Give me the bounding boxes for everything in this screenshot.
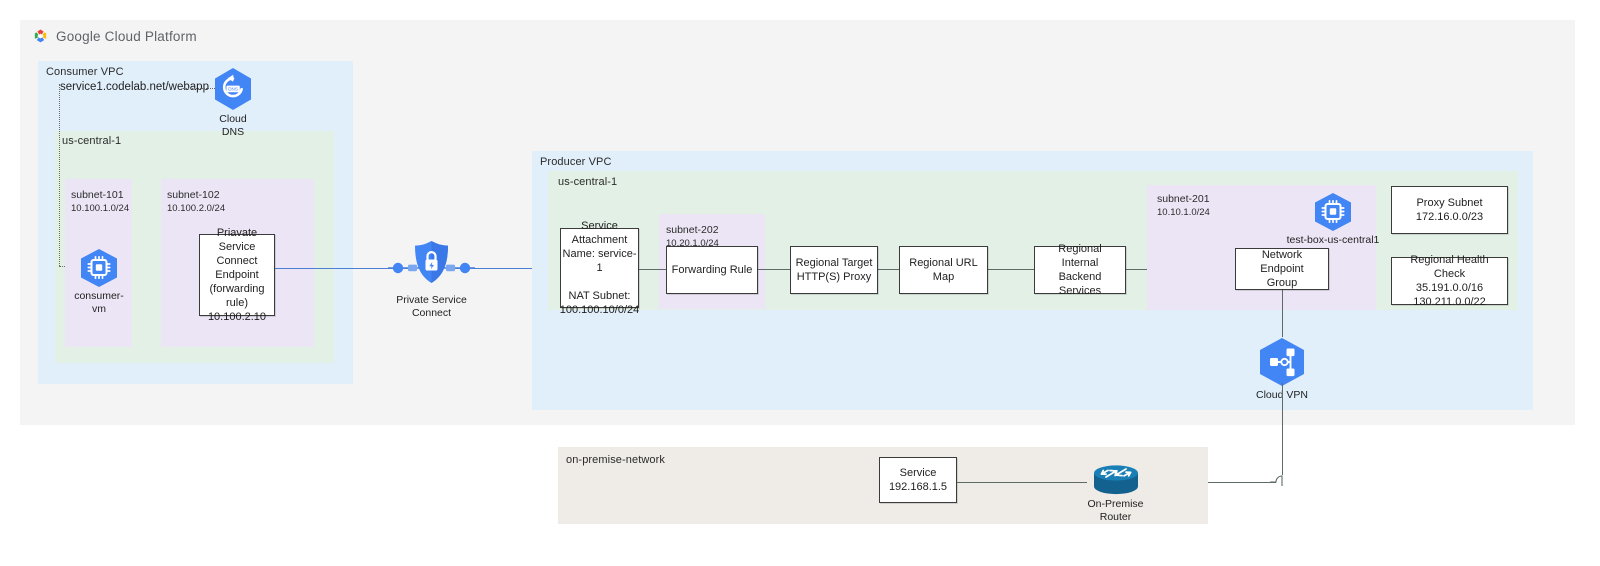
link-url-map-to-backend	[988, 269, 1034, 270]
private-service-connect-icon	[384, 238, 479, 292]
regional-health-check-text: Regional Health Check 35.191.0.0/16 130.…	[1410, 254, 1489, 308]
on-premise-router-caption: On-Premise Router	[1087, 498, 1144, 523]
onprem-service-text: Service 192.168.1.5	[888, 467, 948, 493]
subnet-202-label: subnet-202 10.20.1.0/24	[666, 224, 719, 250]
regional-health-check-box[interactable]: Regional Health Check 35.191.0.0/16 130.…	[1391, 254, 1508, 308]
svg-text:DNS: DNS	[228, 87, 238, 92]
compute-engine-vm-icon	[1281, 192, 1385, 232]
private-service-connect-node[interactable]: Private Service Connect	[384, 238, 479, 320]
dns-url-label: service1.codelab.net/webapp	[60, 81, 209, 93]
subnet-101-label: subnet-101 10.100.1.0/24	[71, 189, 129, 215]
regional-backend-services-text: Regional Internal Backend Services	[1058, 243, 1102, 297]
dns-dotted-link-vertical	[59, 84, 60, 266]
subnet-201-name: subnet-201	[1157, 193, 1210, 205]
link-forwarding-rule-to-proxy	[758, 269, 790, 270]
subnet-102-cidr: 10.100.2.0/24	[167, 203, 226, 214]
consumer-region-label: us-central-1	[62, 135, 122, 147]
test-box-caption: test-box-us-central1	[1286, 234, 1380, 246]
consumer-vm-caption: consumer-vm	[74, 290, 124, 315]
network-endpoint-group-box[interactable]: Network Endpoint Group	[1235, 248, 1329, 290]
gcp-header: Google Cloud Platform	[32, 28, 197, 45]
service-attachment-text: Service Attachment Name: service-1 NAT S…	[559, 220, 640, 316]
cloud-vpn-caption: Cloud VPN	[1256, 389, 1308, 401]
subnet-201-cidr: 10.10.1.0/24	[1157, 207, 1210, 218]
forwarding-rule-box[interactable]: Forwarding Rule	[666, 246, 758, 294]
forwarding-rule-text: Forwarding Rule	[671, 264, 753, 276]
cloud-dns-caption: Cloud DNS	[219, 113, 247, 138]
proxy-subnet-text: Proxy Subnet 172.16.0.0/23	[1415, 197, 1484, 223]
cloud-dns-icon: DNS	[207, 67, 259, 111]
link-attachment-to-forwarding-rule	[639, 269, 666, 270]
producer-region-label: us-central-1	[558, 176, 618, 188]
psc-endpoint-box[interactable]: Priavate Service Connect Endpoint (forwa…	[199, 227, 275, 323]
gcp-title: Google Cloud Platform	[56, 29, 197, 44]
consumer-vpc-label: Consumer VPC	[46, 66, 124, 78]
compute-engine-vm-icon	[73, 248, 125, 288]
subnet-101-name: subnet-101	[71, 189, 124, 201]
regional-backend-services-box[interactable]: Regional Internal Backend Services	[1034, 243, 1126, 297]
psc-link-right	[455, 268, 560, 269]
proxy-subnet-box[interactable]: Proxy Subnet 172.16.0.0/23	[1391, 186, 1508, 234]
regional-url-map-text: Regional URL Map	[909, 257, 978, 283]
link-cloud-vpn-to-onprem-horizontal	[1142, 482, 1276, 483]
link-cloud-vpn-to-onprem-vertical	[1282, 383, 1283, 475]
on-premise-network-label: on-premise-network	[566, 454, 666, 466]
subnet-102-name: subnet-102	[167, 189, 220, 201]
dns-dotted-link-horizontal	[183, 88, 215, 89]
subnet-101-cidr: 10.100.1.0/24	[71, 203, 130, 214]
psc-endpoint-text: Priavate Service Connect Endpoint (forwa…	[207, 227, 267, 323]
subnet-202-cidr: 10.20.1.0/24	[666, 238, 719, 249]
on-premise-router-node[interactable]: On-Premise Router	[1073, 462, 1158, 524]
link-service-to-router	[957, 482, 1087, 483]
subnet-201-label: subnet-201 10.10.1.0/24	[1157, 193, 1210, 219]
regional-url-map-box[interactable]: Regional URL Map	[899, 246, 988, 294]
subnet-202-name: subnet-202	[666, 224, 719, 236]
google-cloud-logo-icon	[32, 28, 49, 45]
cloud-dns-node[interactable]: DNS Cloud DNS	[207, 67, 259, 139]
private-service-connect-caption: Private Service Connect	[396, 294, 467, 319]
psc-link-left	[275, 268, 408, 269]
subnet-102-label: subnet-102 10.100.2.0/24	[167, 189, 225, 215]
consumer-vm-node[interactable]: consumer-vm	[73, 248, 125, 316]
link-neg-to-cloud-vpn	[1282, 290, 1283, 337]
router-icon	[1073, 462, 1158, 496]
network-endpoint-group-text: Network Endpoint Group	[1260, 249, 1304, 289]
onprem-service-box[interactable]: Service 192.168.1.5	[879, 457, 957, 503]
test-box-node[interactable]: test-box-us-central1	[1281, 192, 1385, 247]
link-proxy-to-url-map	[878, 269, 899, 270]
regional-target-proxy-box[interactable]: Regional Target HTTP(S) Proxy	[790, 246, 878, 294]
regional-target-proxy-text: Regional Target HTTP(S) Proxy	[795, 257, 873, 283]
cloud-vpn-node[interactable]: Cloud VPN	[1256, 337, 1308, 402]
producer-vpc-label: Producer VPC	[540, 156, 612, 168]
cloud-vpn-icon	[1256, 337, 1308, 387]
service-attachment-box[interactable]: Service Attachment Name: service-1 NAT S…	[560, 220, 640, 316]
link-vpn-corner	[1270, 475, 1283, 486]
